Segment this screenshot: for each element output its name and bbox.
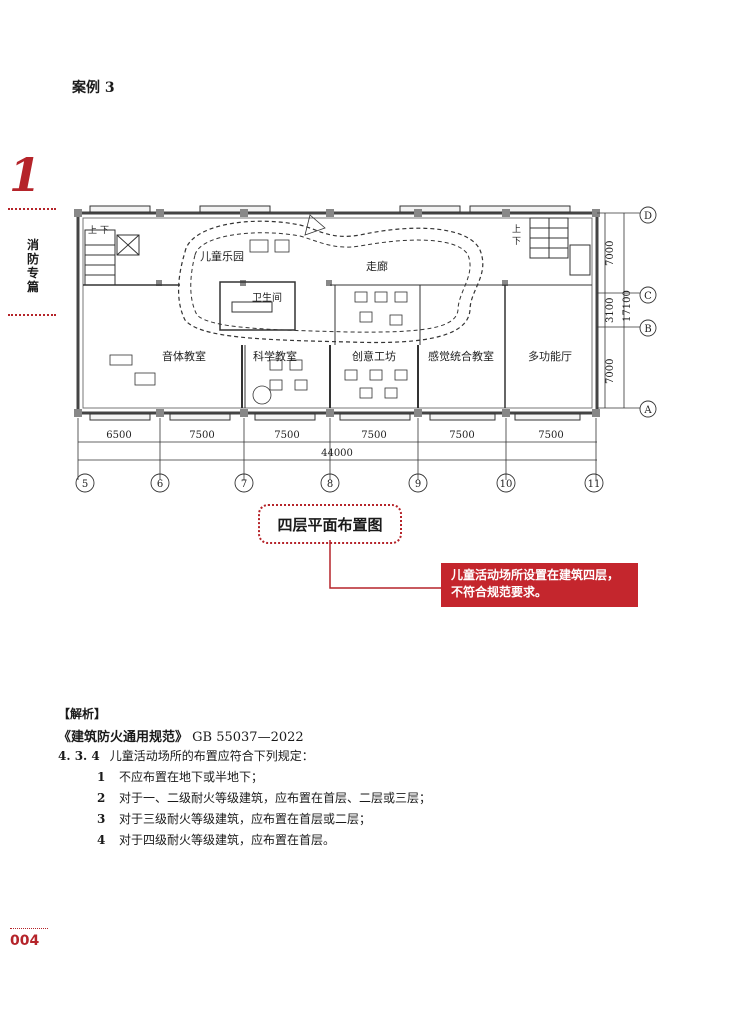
playground-path (177, 220, 484, 344)
toilet-block (219, 281, 296, 331)
callout-line-2: 不符合规范要求。 (451, 585, 548, 599)
dim-bay-6: 7500 (538, 430, 563, 441)
page-number-dots (10, 928, 48, 929)
analysis-heading: 【解析】 (58, 707, 107, 721)
stair-left (84, 229, 140, 286)
axis-numbers: 5 6 7 8 9 10 11 (82, 479, 601, 490)
dim-bay-3: 7500 (274, 430, 299, 441)
dim-side-1: 7000 (605, 241, 616, 266)
page-number: 004 (10, 933, 40, 949)
svg-text:A: A (643, 405, 652, 416)
dim-bay-5: 7500 (449, 430, 474, 441)
section-label: 消防专篇 (27, 238, 40, 294)
svg-text:5: 5 (82, 479, 88, 490)
callout-note: 儿童活动场所设置在建筑四层， 不符合规范要求。 (441, 563, 638, 607)
svg-text:下: 下 (512, 237, 521, 247)
inner-wall (82, 217, 593, 409)
chapter-number: 1 (9, 148, 42, 202)
clause-number: 4. 3. 4 (58, 749, 100, 763)
dim-side-2: 3100 (605, 298, 616, 323)
divider-dots (8, 208, 56, 210)
room-science: 科学教室 (253, 349, 297, 363)
dim-bay-1: 6500 (106, 430, 131, 441)
svg-text:8: 8 (327, 479, 333, 490)
standard-code: GB 55037—2022 (192, 730, 304, 745)
columns (74, 209, 600, 417)
clause-text: 儿童活动场所的布置应符合下列规定： (109, 749, 314, 763)
svg-text:上: 上 (88, 225, 97, 236)
standard-reference: 《建筑防火通用规范》 GB 55037—2022 (58, 726, 304, 745)
room-toilet: 卫生间 (252, 291, 282, 304)
outer-wall (76, 211, 599, 415)
svg-text:上: 上 (512, 224, 521, 235)
clause: 4. 3. 4 儿童活动场所的布置应符合下列规定： (58, 747, 314, 764)
dim-side-3: 7000 (605, 359, 616, 384)
room-sensory: 感觉统合教室 (428, 349, 494, 363)
dim-bay-2: 7500 (189, 430, 214, 441)
svg-text:10: 10 (500, 479, 513, 490)
furniture (109, 214, 408, 405)
floor-plan: 儿童乐园 走廊 卫生间 音体教室 科学教室 创意工坊 感觉统合教室 多功能厅 上… (74, 205, 657, 493)
dim-bay-4: 7500 (361, 430, 386, 441)
standard-name: 《建筑防火通用规范》 (58, 730, 189, 745)
room-music: 音体教室 (162, 349, 206, 363)
svg-text:11: 11 (588, 479, 601, 490)
svg-text:7: 7 (241, 479, 247, 490)
svg-text:D: D (644, 211, 652, 222)
room-creative: 创意工坊 (352, 349, 396, 363)
svg-text:B: B (644, 324, 651, 335)
room-corridor: 走廊 (366, 259, 388, 273)
svg-text:C: C (644, 291, 652, 302)
axis-letters (639, 206, 657, 418)
dim-side-total: 17100 (622, 290, 633, 322)
svg-text:6: 6 (157, 479, 163, 490)
svg-text:9: 9 (415, 479, 421, 490)
callout-line-1: 儿童活动场所设置在建筑四层， (451, 568, 620, 582)
room-playground: 儿童乐园 (200, 249, 244, 263)
callout-connector (329, 540, 445, 589)
room-multi: 多功能厅 (528, 349, 572, 363)
dim-total: 44000 (321, 448, 353, 459)
case-title: 案例 3 (72, 80, 115, 96)
divider-dots (8, 314, 56, 316)
stair-right (529, 217, 591, 276)
svg-text:下: 下 (100, 226, 109, 236)
